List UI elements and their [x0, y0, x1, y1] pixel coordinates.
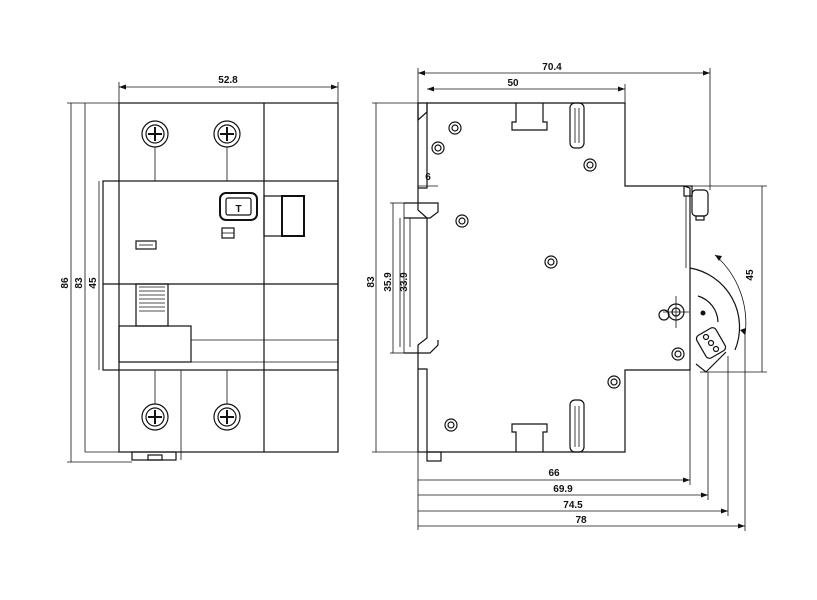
dim-side-rail-depth: 6 — [417, 172, 438, 203]
dim-side-handle-height: 45 — [690, 185, 767, 373]
indicator-window — [135, 240, 157, 250]
top-terminal-screw-right — [213, 120, 241, 148]
top-vertical-slot — [569, 102, 585, 149]
dim-label-front-width: 52.8 — [218, 75, 238, 86]
dim-label-side-height-35-9: 35.9 — [383, 272, 394, 292]
rivets — [431, 121, 685, 432]
angle-arc — [714, 254, 747, 336]
din-notch-lower — [404, 340, 439, 354]
handle — [689, 267, 741, 373]
side-din-clip — [426, 451, 442, 462]
dim-label-front-height-83: 83 — [74, 277, 85, 289]
dim-front-width: 52.8 — [118, 75, 339, 103]
test-button-label: T — [235, 204, 241, 215]
dim-front-heights: 86 83 45 — [60, 102, 132, 463]
dim-label-bottom-78: 78 — [575, 515, 587, 526]
top-terminal-slot — [511, 103, 548, 131]
handle-pivot — [663, 296, 689, 328]
dim-label-side-height-33-9: 33.9 — [399, 272, 410, 292]
dim-side-top: 70.4 50 — [417, 62, 711, 190]
dim-side-heights: 83 35.9 33.9 — [366, 102, 418, 453]
bottom-vertical-slot — [569, 399, 585, 453]
top-terminal-screw-left — [141, 120, 169, 148]
dim-label-side-height-83: 83 — [366, 276, 377, 288]
front-body-outline — [118, 102, 339, 453]
din-clip — [131, 370, 182, 461]
din-notch-upper — [404, 202, 439, 219]
dim-label-bottom-66: 66 — [548, 468, 560, 479]
dim-label-front-height-45: 45 — [88, 277, 99, 289]
dim-label-side-body-width: 50 — [507, 78, 519, 89]
side-body-outline — [417, 102, 691, 453]
dim-side-bottom: 66 69.9 74.5 78 — [417, 335, 746, 531]
bottom-terminal-screw-left — [141, 403, 169, 431]
toggle-handle — [118, 283, 192, 363]
right-module-window — [281, 195, 305, 237]
side-view: 70.4 50 6 83 35.9 33.9 — [366, 62, 767, 531]
dim-label-handle-angle: 45 — [745, 269, 756, 281]
dim-label-front-height-86: 86 — [60, 277, 71, 289]
test-button: T — [219, 192, 258, 221]
dim-label-rail-depth: 6 — [425, 172, 431, 183]
bottom-terminal-slot — [511, 423, 548, 452]
dim-label-bottom-69-9: 69.9 — [553, 484, 573, 495]
front-view: T — [60, 75, 339, 463]
front-mid-band — [102, 180, 339, 371]
bottom-terminal-screw-right — [213, 403, 241, 431]
top-pin — [683, 185, 709, 268]
dim-label-bottom-74-5: 74.5 — [563, 500, 583, 511]
dim-label-side-overall-width: 70.4 — [542, 62, 562, 73]
